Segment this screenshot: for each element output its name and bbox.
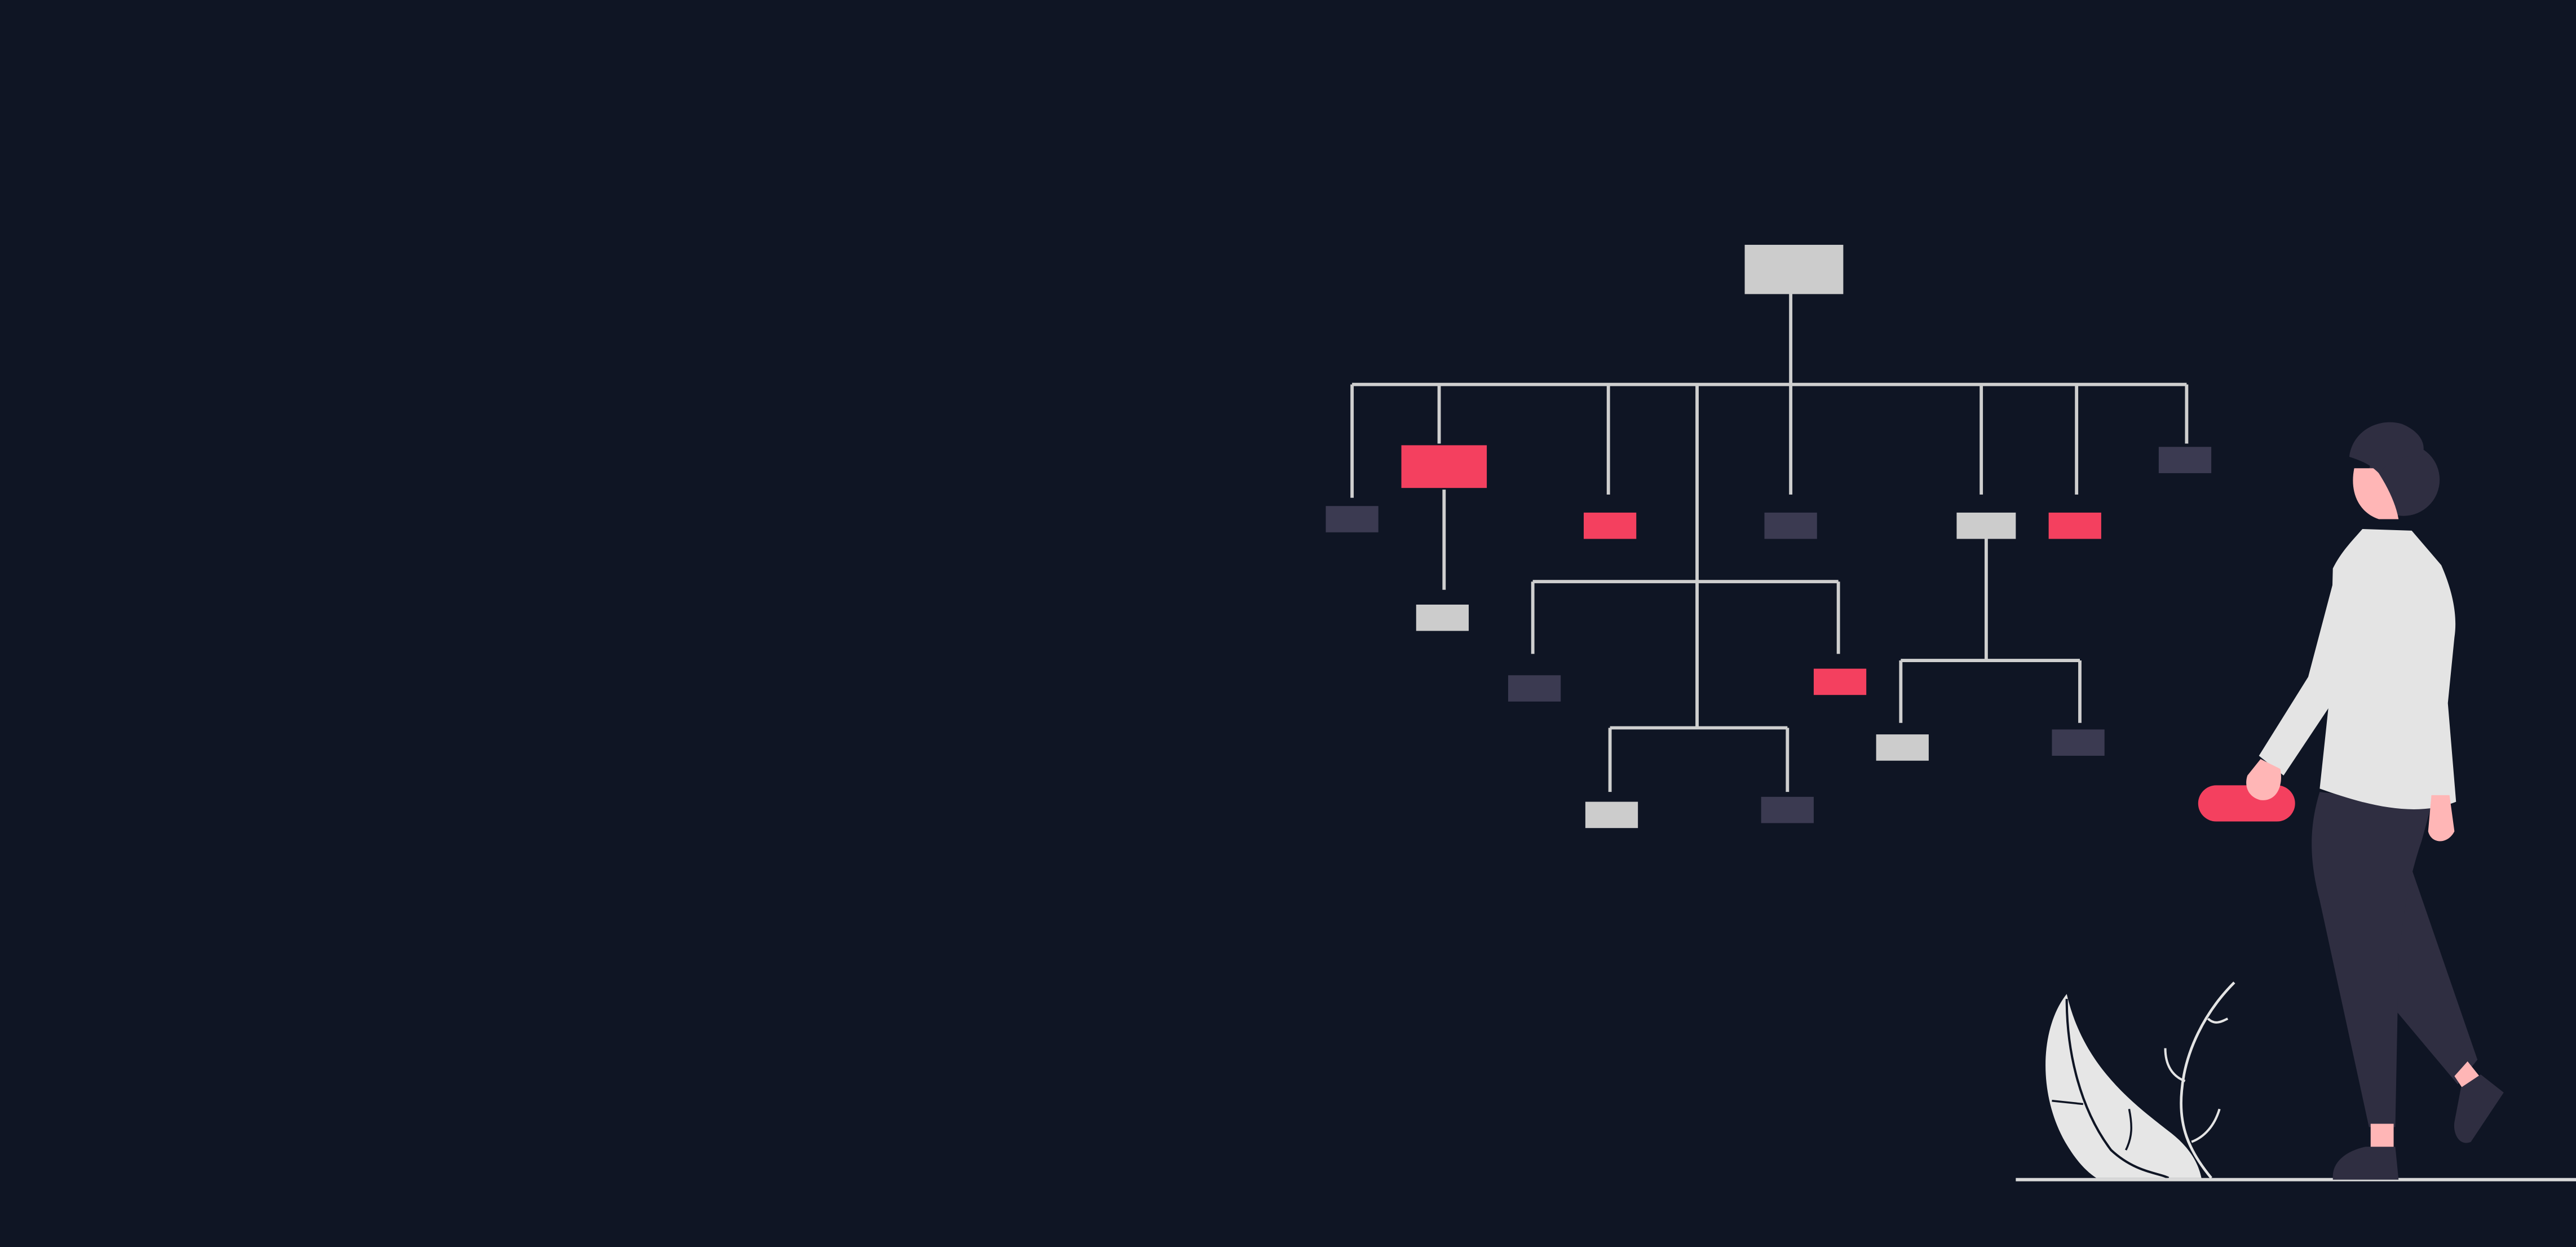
plant-icon [2045,981,2235,1179]
org-node [1584,512,1637,539]
right-hand [2428,795,2455,841]
plant-stem [2164,1048,2186,1082]
hierarchy-nodes [1325,245,2212,829]
leaf-vein [2065,999,2170,1179]
plant-stem [2207,1017,2229,1024]
ankle [2370,1123,2394,1151]
org-node [2158,447,2212,473]
org-node [1813,668,1867,695]
org-node [1401,445,1487,488]
hair [2349,422,2424,473]
face [2353,468,2399,519]
leaf-shape [2045,994,2202,1178]
connector-lines [1350,292,2189,792]
front-leg [2312,792,2432,1127]
shoe [2332,1147,2399,1180]
org-node [1761,796,1814,823]
root-node [1744,245,1844,294]
person-icon [2198,422,2504,1180]
left-arm [2259,558,2353,775]
org-node [1325,506,1378,532]
leaf-vein [2052,1100,2084,1105]
org-node [1764,512,1817,539]
handheld-device-icon [2198,785,2295,822]
ankle [2454,1061,2481,1091]
plant-stem [2180,981,2235,1179]
left-hand [2246,759,2281,800]
org-node [1585,801,1638,829]
org-node [1956,512,2016,539]
org-node [1416,605,1469,631]
plant-stem [2191,1108,2221,1143]
org-node [2052,729,2105,756]
shoe [2454,1074,2504,1143]
org-node [1508,675,1561,702]
org-node [2048,512,2101,539]
shirt [2319,529,2456,809]
leaf-vein [2125,1108,2132,1151]
org-node [1876,734,1929,761]
